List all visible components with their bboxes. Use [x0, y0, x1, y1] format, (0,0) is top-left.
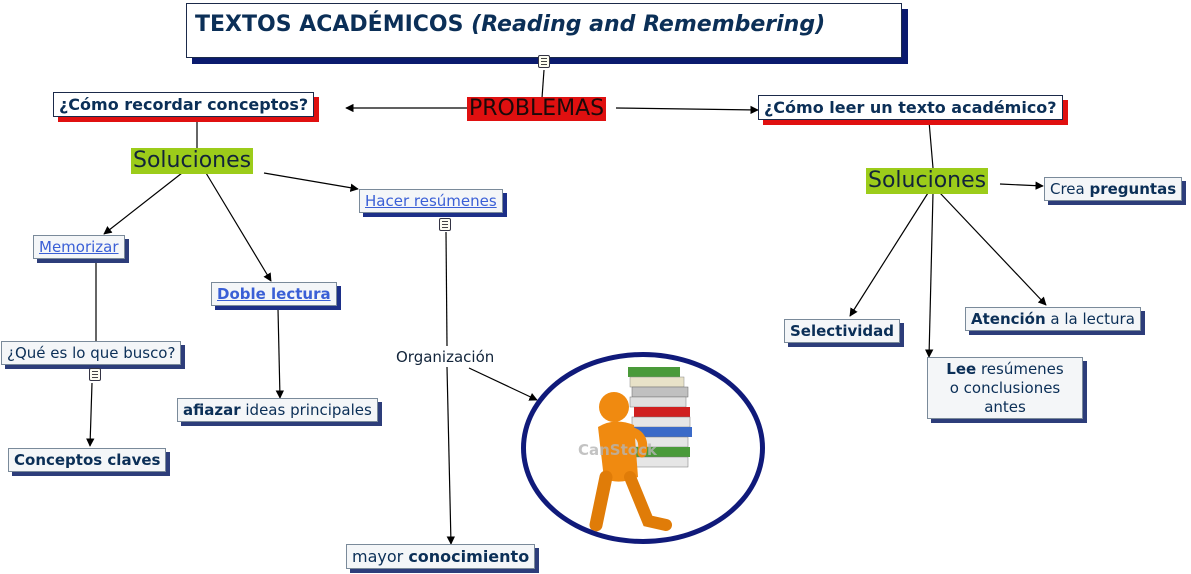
edge-sol-doble — [205, 172, 272, 282]
edge-sol-lee — [924, 192, 934, 358]
edge-doble-afiazar — [275, 308, 285, 399]
title-main: TEXTOS ACADÉMICOS — [195, 12, 464, 37]
question-recordar-conceptos: ¿Cómo recordar conceptos? — [53, 92, 315, 117]
afiazar-rest: ideas principales — [240, 401, 372, 419]
edge-sol-selectividad — [849, 192, 929, 317]
person-carrying-books-image: CanStock — [578, 367, 692, 532]
mayor-bold: conocimiento — [408, 547, 530, 566]
problemas-node: PROBLEMAS — [467, 96, 607, 121]
edge-rightq-soluciones — [928, 120, 934, 169]
note-icon[interactable] — [89, 368, 101, 381]
soluciones-left: Soluciones — [131, 148, 254, 174]
crea-bold: preguntas — [1089, 180, 1177, 198]
crea-plain: Crea — [1050, 180, 1090, 198]
selectividad-node: Selectividad — [784, 319, 901, 343]
afiazar-ideas-node: afiazar ideas principales — [177, 398, 378, 422]
lee-line1-rest: resúmenes — [976, 360, 1064, 378]
crea-preguntas-node: Crea preguntas — [1044, 177, 1183, 201]
doble-lectura-link[interactable]: Doble lectura — [211, 282, 337, 306]
conceptos-claves-node: Conceptos claves — [8, 448, 167, 472]
edge-busco-conceptos — [86, 382, 95, 447]
edge-sol-atencion — [939, 192, 1047, 306]
atencion-bold: Atención — [971, 310, 1046, 328]
hacer-resumenes-link[interactable]: Hacer resúmenes — [359, 189, 503, 213]
lee-line2: o conclusiones — [949, 379, 1061, 397]
edge-sol-crea — [999, 181, 1044, 190]
lee-resumenes-node: Lee resúmenes o conclusiones antes — [927, 357, 1083, 419]
edge-problemas-right — [615, 105, 759, 115]
note-icon[interactable] — [538, 55, 550, 68]
edge-sol-memorizar — [103, 172, 183, 235]
edge-sol-hacer — [263, 172, 359, 192]
lee-line3: antes — [984, 398, 1026, 416]
hacer-resumenes-label[interactable]: Hacer resúmenes — [365, 192, 497, 210]
atencion-rest: a la lectura — [1045, 310, 1135, 328]
memorizar-link[interactable]: Memorizar — [33, 235, 125, 259]
question-leer-texto: ¿Cómo leer un texto académico? — [758, 95, 1063, 120]
edge-org-mayor — [446, 366, 456, 545]
title-sub: (Reading and Remembering) — [471, 12, 826, 37]
afiazar-bold: afiazar — [183, 401, 241, 419]
doble-lectura-label[interactable]: Doble lectura — [217, 285, 331, 303]
watermark-text: CanStock — [578, 441, 658, 459]
edge-title-problemas — [541, 69, 545, 99]
memorizar-label[interactable]: Memorizar — [39, 238, 119, 256]
organizacion-label: Organización — [396, 348, 495, 366]
mayor-conocimiento-node: mayor conocimiento — [346, 544, 536, 569]
mayor-plain: mayor — [352, 547, 409, 566]
edge-hacer-org — [445, 231, 448, 347]
note-icon[interactable] — [439, 218, 451, 231]
que-busco-node: ¿Qué es lo que busco? — [1, 341, 182, 365]
soluciones-right: Soluciones — [866, 168, 989, 194]
atencion-lectura-node: Atención a la lectura — [965, 307, 1141, 331]
lee-bold: Lee — [946, 360, 977, 378]
books-illustration: CanStock — [521, 352, 765, 544]
map-title: TEXTOS ACADÉMICOS (Reading and Rememberi… — [186, 3, 902, 58]
edge-org-image — [468, 367, 538, 401]
